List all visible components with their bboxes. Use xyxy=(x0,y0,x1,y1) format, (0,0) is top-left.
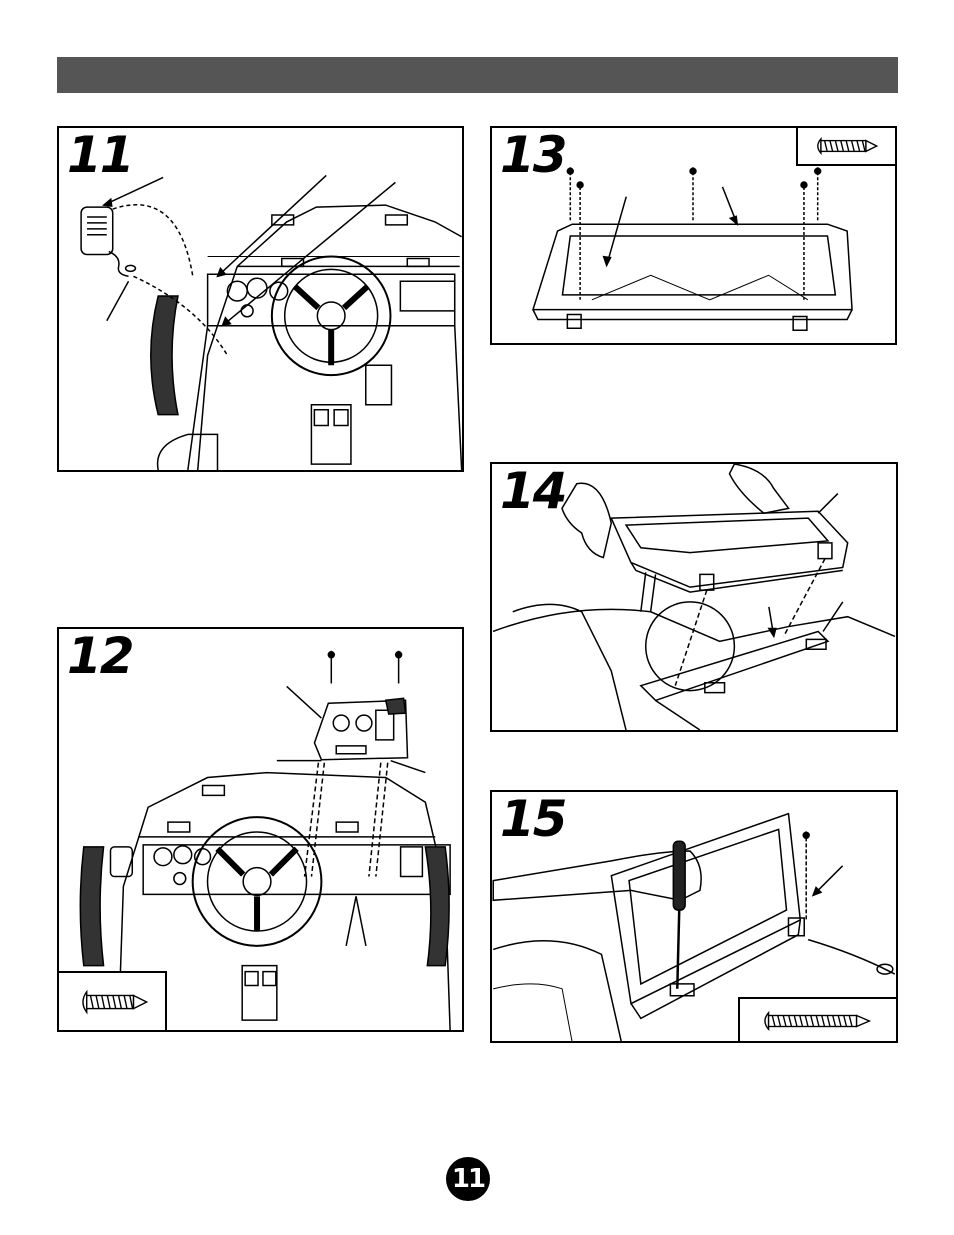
hardware-callout xyxy=(738,997,898,1043)
step-13-panel: 13 xyxy=(490,126,897,345)
step-number: 11 xyxy=(67,130,133,180)
page-number: 11 xyxy=(452,1164,484,1194)
hardware-callout xyxy=(796,126,897,166)
screw-icon xyxy=(798,128,897,164)
step-number: 14 xyxy=(500,466,566,516)
step-15-panel: 15 xyxy=(490,790,898,1043)
hardware-callout xyxy=(57,971,167,1032)
step-number: 15 xyxy=(500,794,566,844)
screw-icon xyxy=(59,973,165,1032)
step-number: 12 xyxy=(67,631,133,681)
step-number: 13 xyxy=(500,130,566,180)
instrument-panel-screw-illustration xyxy=(59,629,462,1030)
page-number-badge: 11 xyxy=(446,1157,490,1201)
step-11-panel: 11 xyxy=(57,126,464,472)
step-14-panel: 14 xyxy=(490,462,898,732)
step-12-panel: 12 xyxy=(57,627,464,1032)
long-screw-icon xyxy=(740,999,898,1043)
section-header-bar xyxy=(57,57,898,93)
